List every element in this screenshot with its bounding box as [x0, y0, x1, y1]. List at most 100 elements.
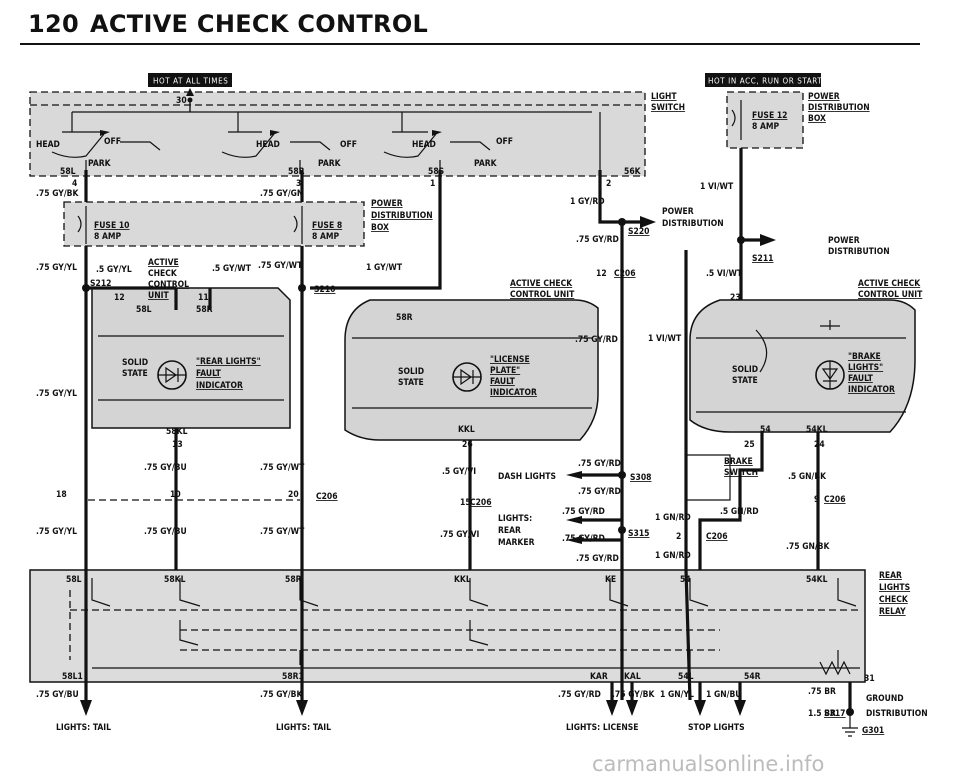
right-indicator-3: FAULT: [848, 374, 874, 384]
wire-gy-bu-75-b: .75 GY/BU: [144, 527, 187, 537]
fuse-box-left: [63, 201, 365, 247]
middle-indicator-2: PLATE": [490, 366, 520, 376]
banner-hot-in-run-text: HOT IN ACC, RUN OR START: [708, 77, 822, 86]
wire-gy-wt-1: 1 GY/WT: [366, 263, 403, 273]
relay-pin-KE: KE: [605, 575, 616, 585]
switch-head-3: HEAD: [412, 140, 436, 150]
left-indicator-1: "REAR LIGHTS": [196, 357, 261, 367]
wire-gy-bk-75: .75 GY/BK: [36, 189, 79, 199]
page-title: ACTIVE CHECK CONTROL: [90, 10, 429, 38]
left-solid-2: STATE: [122, 369, 148, 379]
middle-title-2: CONTROL UNIT: [510, 290, 575, 300]
relay-pin-58L: 58L: [66, 575, 82, 585]
middle-solid-1: SOLID: [398, 367, 424, 377]
wire-gy-gn-75: .75 GY/GN: [260, 189, 303, 199]
rear-marker-2: REAR: [498, 526, 521, 536]
ground-label: GROUND: [866, 694, 904, 704]
ground-g301: G301: [862, 726, 884, 736]
pin-58R: 58R: [288, 167, 305, 177]
pdb-right-1: POWER: [808, 92, 840, 102]
banner-hot-at-all-times-text: HOT AT ALL TIMES: [153, 77, 228, 86]
header-rule: [20, 43, 920, 45]
wire-gy-rd-75-c: .75 GY/RD: [578, 459, 621, 469]
wire-vi-wt-5: .5 VI/WT: [706, 269, 743, 279]
pin-num-9: 9: [814, 495, 819, 505]
middle-indicator-1: "LICENSE: [490, 355, 530, 365]
wire-gy-bk-75-b: .75 GY/BK: [260, 690, 303, 700]
light-switch-internals: [30, 88, 645, 170]
fuse-12-symbol: [731, 100, 742, 140]
left-pin-58R: 58R: [196, 305, 213, 315]
wire-gy-rd-75-a: .75 GY/RD: [576, 235, 619, 245]
right-pin-54: 54: [760, 425, 771, 435]
rear-lights-check-relay: [29, 569, 866, 683]
wire-gy-bu-75-a: .75 GY/BU: [144, 463, 187, 473]
splice-dots: [82, 218, 854, 716]
switch-park-3: PARK: [474, 159, 498, 169]
switch-park-2: PARK: [318, 159, 342, 169]
splice-s317: S317: [824, 709, 845, 719]
pdb-left-1: POWER: [371, 199, 403, 209]
ground-dist-label: DISTRIBUTION: [866, 709, 928, 719]
page-number: 120: [28, 10, 79, 38]
wire-gn-rd-1-b: 1 GN/RD: [655, 551, 691, 561]
pdb-right-3: BOX: [808, 114, 826, 124]
wire-gy-rd-75-e: .75 GY/RD: [562, 507, 605, 517]
splice-s220: S220: [628, 227, 649, 237]
fuse-symbols: [77, 206, 303, 244]
switch-off-2: OFF: [340, 140, 357, 150]
load-arrows: [80, 216, 776, 716]
unit-middle-bus: [352, 337, 592, 409]
pin-58L: 58L: [60, 167, 76, 177]
dash-lights-label: DASH LIGHTS: [498, 472, 556, 482]
power-dist-a-1: POWER: [662, 207, 694, 217]
wires: [84, 148, 852, 712]
pin-num-12b: 12: [596, 269, 607, 279]
connector-c206-e: C206: [706, 532, 728, 542]
watermark: carmanualsonline.info: [592, 752, 825, 776]
fuse-10-label: FUSE 10: [94, 221, 129, 231]
load-tail-left: LIGHTS: TAIL: [56, 723, 111, 733]
wire-gy-vi-75: .75 GY/VI: [440, 530, 480, 540]
relay-label-1: REAR: [879, 571, 902, 581]
switch-head-1: HEAD: [36, 140, 60, 150]
left-indicator-3: INDICATOR: [196, 381, 243, 391]
wire-gy-yl-75-c: .75 GY/YL: [36, 527, 77, 537]
pin-num-26: 26: [462, 440, 473, 450]
middle-pin-58R: 58R: [396, 313, 413, 323]
pin-num-15: 15: [460, 498, 471, 508]
pin-num-2b: 2: [676, 532, 681, 542]
acc-label-2: CHECK: [148, 269, 178, 279]
switch-head-2: HEAD: [256, 140, 280, 150]
wire-gn-rd-1-a: 1 GN/RD: [655, 513, 691, 523]
pin-num-23: 23: [730, 293, 741, 303]
right-title-1: ACTIVE CHECK: [858, 279, 921, 289]
relay-internals: [69, 578, 860, 676]
unit-right: [689, 299, 916, 433]
banner-hot-at-all-times: [148, 73, 232, 87]
switch-off-3: OFF: [496, 137, 513, 147]
left-indicator-2: FAULT: [196, 369, 222, 379]
wire-gy-rd-1: 1 GY/RD: [570, 197, 605, 207]
unit-left-bus: [98, 335, 284, 401]
connector-c206-c: C206: [470, 498, 492, 508]
pdb-left-3: BOX: [371, 223, 389, 233]
relay-pin-58R: 58R: [285, 575, 302, 585]
pin-58S: 58S: [428, 167, 444, 177]
wire-gy-yl-75-b: .75 GY/YL: [36, 389, 77, 399]
lamp-right-icon: [815, 360, 845, 390]
right-solid-2: STATE: [732, 376, 758, 386]
splice-s211: S211: [752, 254, 773, 264]
wire-gn-bu-1: 1 GN/BU: [706, 690, 742, 700]
light-switch-label-2: SWITCH: [651, 103, 685, 113]
pin-num-25: 25: [744, 440, 755, 450]
relay-pin-58R1: 58R1: [282, 672, 304, 682]
splice-s308: S308: [630, 473, 651, 483]
wire-gy-yl-5: .5 GY/YL: [96, 265, 132, 275]
middle-solid-2: STATE: [398, 378, 424, 388]
fuse-8-label: FUSE 8: [312, 221, 342, 231]
wire-gn-bk-5: .5 GN/BK: [788, 472, 827, 482]
fuse-box-right: [726, 91, 804, 149]
pin-num-18: 18: [56, 490, 67, 500]
